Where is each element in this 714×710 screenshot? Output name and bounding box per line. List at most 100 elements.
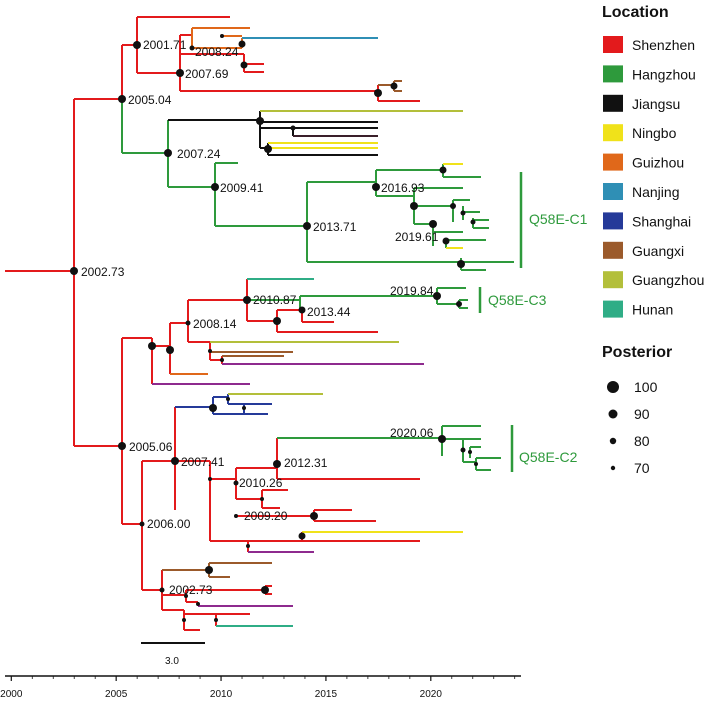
legend-posterior-label: 70 xyxy=(634,460,650,476)
legend-swatch xyxy=(603,65,623,83)
node-label: 2010.26 xyxy=(239,476,283,490)
node-dot xyxy=(226,397,230,401)
node-label: 2013.71 xyxy=(313,220,357,234)
node-dot xyxy=(468,450,472,454)
node-dot xyxy=(208,477,212,481)
node-dot xyxy=(118,95,126,103)
node-dot xyxy=(159,587,165,593)
node-dot xyxy=(196,602,200,606)
node-dot xyxy=(171,457,179,465)
node-dot xyxy=(243,296,251,304)
node-dot xyxy=(176,69,184,77)
node-dot xyxy=(273,317,281,325)
legend-posterior-dot xyxy=(609,437,617,445)
legend-posterior-dot xyxy=(610,465,616,471)
tree-branches xyxy=(5,16,514,631)
legend-posterior-label: 90 xyxy=(634,406,650,422)
node-label: 2009.41 xyxy=(220,181,264,195)
legend: Location ShenzhenHangzhouJiangsuNingboGu… xyxy=(602,4,704,476)
legend-location-label: Guangzhou xyxy=(632,272,704,288)
node-dot xyxy=(456,301,462,307)
node-dot xyxy=(208,349,212,353)
node-dot xyxy=(214,618,218,622)
node-dot xyxy=(182,618,186,622)
node-dot xyxy=(310,512,318,520)
node-label: 2020.06 xyxy=(390,426,434,440)
clade-label-c1: Q58E-C1 xyxy=(529,211,588,227)
node-dot xyxy=(238,40,246,48)
node-label: 2016.93 xyxy=(381,181,425,195)
axis-tick-label: 2010 xyxy=(210,689,233,700)
node-dot xyxy=(460,447,466,453)
node-dot xyxy=(139,521,145,527)
node-dot xyxy=(290,125,296,131)
node-label: 2009.20 xyxy=(244,509,288,523)
legend-location-label: Nanjing xyxy=(632,184,679,200)
legend-swatch xyxy=(603,300,623,318)
legend-swatch xyxy=(603,183,623,200)
legend-posterior-dot xyxy=(608,409,618,419)
node-dot xyxy=(166,346,174,354)
node-dot xyxy=(148,342,156,350)
node-dot xyxy=(220,358,224,362)
node-dot xyxy=(184,594,188,598)
clade-annotations: Q58E-C1 Q58E-C3 Q58E-C2 xyxy=(478,172,588,472)
axis-tick-label: 2000 xyxy=(0,689,23,700)
node-dot xyxy=(433,292,441,300)
node-label: 2012.31 xyxy=(284,456,328,470)
posterior-node-dots xyxy=(70,34,478,622)
legend-swatch xyxy=(603,241,623,259)
clade-label-c3: Q58E-C3 xyxy=(488,292,547,308)
node-dot xyxy=(209,404,217,412)
node-label: 2007.69 xyxy=(185,67,229,81)
node-dot xyxy=(70,267,78,275)
node-dot xyxy=(233,480,239,486)
node-dot xyxy=(439,166,447,174)
legend-location-label: Guangxi xyxy=(632,243,684,259)
legend-location-title: Location xyxy=(602,4,669,21)
node-dot xyxy=(220,34,224,38)
node-dot xyxy=(460,210,466,216)
node-label: 2005.04 xyxy=(128,93,172,107)
node-label: 2013.44 xyxy=(307,305,351,319)
node-label: 2010.87 xyxy=(253,293,297,307)
node-dot xyxy=(298,306,306,314)
legend-location-label: Hangzhou xyxy=(632,66,696,82)
legend-swatch xyxy=(603,94,623,112)
node-dot xyxy=(390,82,398,90)
legend-swatch xyxy=(603,212,623,230)
node-label: 2019.61 xyxy=(395,230,439,244)
legend-location-label: Hunan xyxy=(632,302,673,318)
legend-posterior-label: 80 xyxy=(634,433,650,449)
node-dot xyxy=(205,566,213,574)
node-label: 2008.24 xyxy=(195,45,239,59)
node-label: 2006.00 xyxy=(147,517,191,531)
node-dot xyxy=(303,222,311,230)
node-dot xyxy=(264,145,272,153)
node-dot xyxy=(474,462,478,466)
node-dot xyxy=(372,183,380,191)
legend-location-label: Guizhou xyxy=(632,155,684,171)
node-dot xyxy=(438,435,446,443)
node-dot xyxy=(470,219,476,225)
axis-tick-label: 2020 xyxy=(420,689,443,700)
node-dot xyxy=(450,203,456,209)
node-dot xyxy=(273,460,281,468)
legend-location-label: Shenzhen xyxy=(632,37,695,53)
legend-swatch xyxy=(603,124,623,142)
scale-bar-label: 3.0 xyxy=(165,656,179,667)
node-dot xyxy=(189,45,195,51)
node-dot xyxy=(164,149,172,157)
node-dot xyxy=(374,89,382,97)
node-label: 2007.41 xyxy=(181,455,225,469)
node-dot xyxy=(133,41,141,49)
clade-label-c2: Q58E-C2 xyxy=(519,449,578,465)
axis-tick-label: 2015 xyxy=(315,689,338,700)
node-label: 2001.71 xyxy=(143,38,187,52)
node-dot xyxy=(429,220,437,228)
node-dot xyxy=(246,544,250,548)
node-dot xyxy=(118,442,126,450)
